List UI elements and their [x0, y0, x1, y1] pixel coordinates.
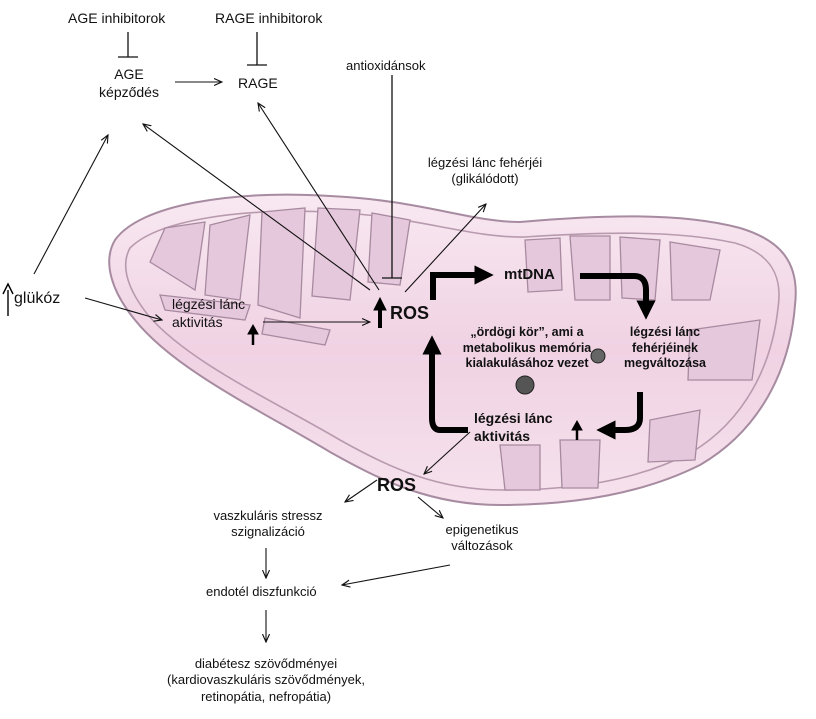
- age-formation-line-1: AGE: [114, 66, 144, 82]
- inner-membrane: [124, 210, 780, 491]
- vascular-stress-line-2: szignalizáció: [231, 524, 305, 540]
- vicious-cycle-line-1: „ördögi kör”, ami a: [470, 325, 584, 339]
- protein-change-line-1: légzési lánc: [629, 325, 701, 339]
- complications-line-3: retinopátia, nefropátia): [200, 688, 332, 704]
- vicious-cycle-line-3: kialakulásához vezet: [465, 356, 589, 371]
- granule: [590, 348, 606, 364]
- ros-up-arrow: [373, 296, 387, 328]
- vicious-cycle-arrows: [422, 265, 656, 440]
- resp-activity-line-1: légzési lánc: [172, 296, 246, 312]
- resp-chain-proteins-line-2: (glikálódott): [451, 171, 519, 187]
- epigenetic-line-1: epigenetikus: [445, 522, 519, 537]
- age-inhibitors-label: AGE inhibitorok: [68, 10, 166, 26]
- vascular-stress-line-1: vaszkuláris stressz: [213, 508, 323, 523]
- inhibition-symbols: [118, 32, 402, 279]
- resp-activity-bold-label: légzési lánc aktivitás: [474, 410, 553, 445]
- glucose-label: glükóz: [14, 290, 61, 307]
- increase-arrows: [2, 282, 583, 440]
- age-formation-label: AGE képződés: [84, 66, 174, 101]
- complications-line-2: (kardiovaszkuláris szövődmények,: [167, 672, 365, 688]
- diabetes-complications-label: diabétesz szövődményei (kardiovaszkulári…: [156, 656, 376, 705]
- vicious-cycle-line-2: metabolikus memória: [462, 340, 592, 355]
- resp-activity-bold-line-2: aktivitás: [474, 427, 531, 444]
- rage-label: RAGE: [238, 75, 278, 91]
- cycle-arrow-activity-to-ros: [422, 335, 468, 433]
- activity-up-arrow: [247, 323, 259, 345]
- rage-inhibitors-label: RAGE inhibitorok: [215, 10, 323, 26]
- activity-bold-up-arrow: [571, 419, 583, 440]
- cycle-arrow-proteins-to-activity: [596, 392, 643, 440]
- protein-change-label: légzési lánc fehérjéinek megváltozása: [610, 325, 720, 372]
- resp-chain-proteins-label: légzési lánc fehérjéi (glikálódott): [410, 155, 560, 188]
- endothelial-dysfunction-label: endotél diszfunkció: [206, 584, 317, 599]
- thin-arrows: [33, 82, 486, 642]
- resp-activity-label: légzési lánc aktivitás: [172, 296, 245, 331]
- epigenetic-label: epigenetikus változások: [432, 522, 532, 555]
- ros-lower-label: ROS: [377, 475, 417, 495]
- epigenetic-line-2: változások: [451, 538, 513, 554]
- cycle-arrow-ros-to-mtdna: [430, 265, 494, 300]
- complications-line-1: diabétesz szövődményei: [194, 656, 338, 671]
- protein-change-line-2: fehérjéinek: [631, 340, 698, 355]
- resp-activity-bold-line-1: légzési lánc: [474, 410, 553, 426]
- mtdna-label: mtDNA: [504, 266, 555, 283]
- glucose-up-arrow: [2, 282, 14, 316]
- antioxidants-label: antioxidánsok: [346, 58, 426, 73]
- cycle-arrow-mtdna-to-proteins: [580, 273, 656, 320]
- resp-chain-proteins-line-1: légzési lánc fehérjéi: [427, 155, 543, 170]
- ros-center-label: ROS: [390, 303, 430, 323]
- granule: [515, 375, 535, 395]
- resp-activity-line-2: aktivitás: [172, 313, 223, 330]
- vascular-stress-label: vaszkuláris stressz szignalizáció: [198, 508, 338, 541]
- vicious-cycle-label: „ördögi kör”, ami a metabolikus memória …: [452, 325, 602, 372]
- age-formation-line-2: képződés: [99, 83, 159, 100]
- cristae: [149, 207, 761, 491]
- protein-change-line-3: megváltozása: [624, 356, 706, 371]
